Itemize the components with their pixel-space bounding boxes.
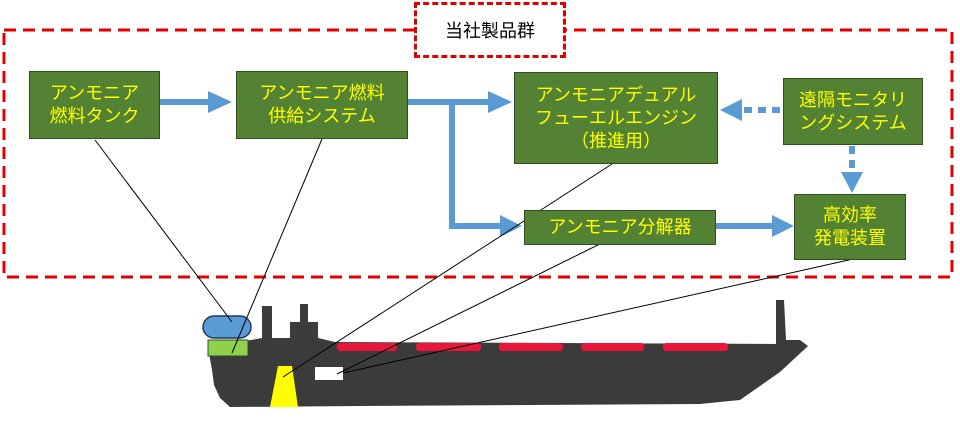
node-dual-fuel-engine: アンモニアデュアル フューエルエンジン （推進用）: [514, 72, 718, 164]
ship-fuel-tank: [202, 315, 252, 339]
node-ammonia-cracker: アンモニア分解器: [524, 210, 716, 245]
node-high-efficiency-generator: 高効率 発電装置: [794, 194, 906, 260]
leader-supply: [231, 138, 323, 354]
node-engine-line1: アンモニアデュアル: [535, 84, 697, 106]
ship-mast: [776, 300, 782, 350]
cargo-tank-4: [581, 343, 644, 351]
node-fuel-supply-system: アンモニア燃料 供給システム: [236, 71, 408, 139]
arrow-tank-to-supply-head: [208, 91, 232, 113]
arrow-cracker-to-generator-head: [772, 215, 794, 237]
node-generator-line1: 高効率: [823, 205, 877, 226]
node-engine-line3: （推進用）: [571, 130, 661, 152]
arrow-supply-to-engine-head: [488, 91, 512, 113]
node-supply-line1: アンモニア燃料: [259, 83, 385, 104]
cargo-tank-1: [337, 343, 397, 351]
leader-cracker: [336, 237, 613, 375]
product-group-border: [2, 28, 954, 279]
cargo-tank-5: [663, 343, 728, 351]
leader-tank: [94, 139, 233, 323]
leader-generator: [342, 258, 854, 374]
flow-arrows: [160, 91, 794, 237]
ship-supply-unit: [207, 339, 249, 357]
dotted-monitor-to-engine-head: [720, 99, 742, 121]
node-tank-line2: 燃料タンク: [49, 106, 140, 127]
arrow-branch-to-cracker: [449, 223, 502, 229]
arrow-tank-to-supply: [160, 99, 210, 105]
node-generator-line2: 発電装置: [814, 228, 886, 249]
group-label: 当社製品群: [414, 2, 566, 58]
cargo-tank-2: [416, 343, 481, 351]
node-engine-line2: フューエルエンジン: [535, 107, 697, 129]
node-tank-line1: アンモニア: [49, 83, 140, 104]
node-ammonia-fuel-tank: アンモニア 燃料タンク: [29, 71, 160, 139]
node-monitor-line1: 遠隔モニタリ: [799, 89, 907, 111]
leader-lines: [94, 138, 854, 378]
monitor-arrows: [720, 99, 863, 193]
cargo-tank-3: [499, 343, 563, 351]
node-supply-line2: 供給システム: [268, 106, 376, 127]
dotted-monitor-to-generator-head: [841, 172, 863, 193]
ship-cracker-generator: [315, 367, 343, 380]
ship-illustration: [202, 300, 808, 407]
arrow-branch-to-cracker-head: [500, 215, 522, 237]
ship-hull: [208, 300, 808, 407]
node-cracker-line1: アンモニア分解器: [548, 217, 692, 238]
leader-engine: [282, 163, 613, 378]
node-remote-monitoring: 遠隔モニタリ ングシステム: [783, 78, 923, 145]
ship-engine: [270, 366, 298, 407]
node-monitor-line2: ングシステム: [799, 112, 907, 134]
arrow-cracker-to-generator: [716, 223, 774, 229]
arrow-branch-down: [449, 99, 455, 229]
